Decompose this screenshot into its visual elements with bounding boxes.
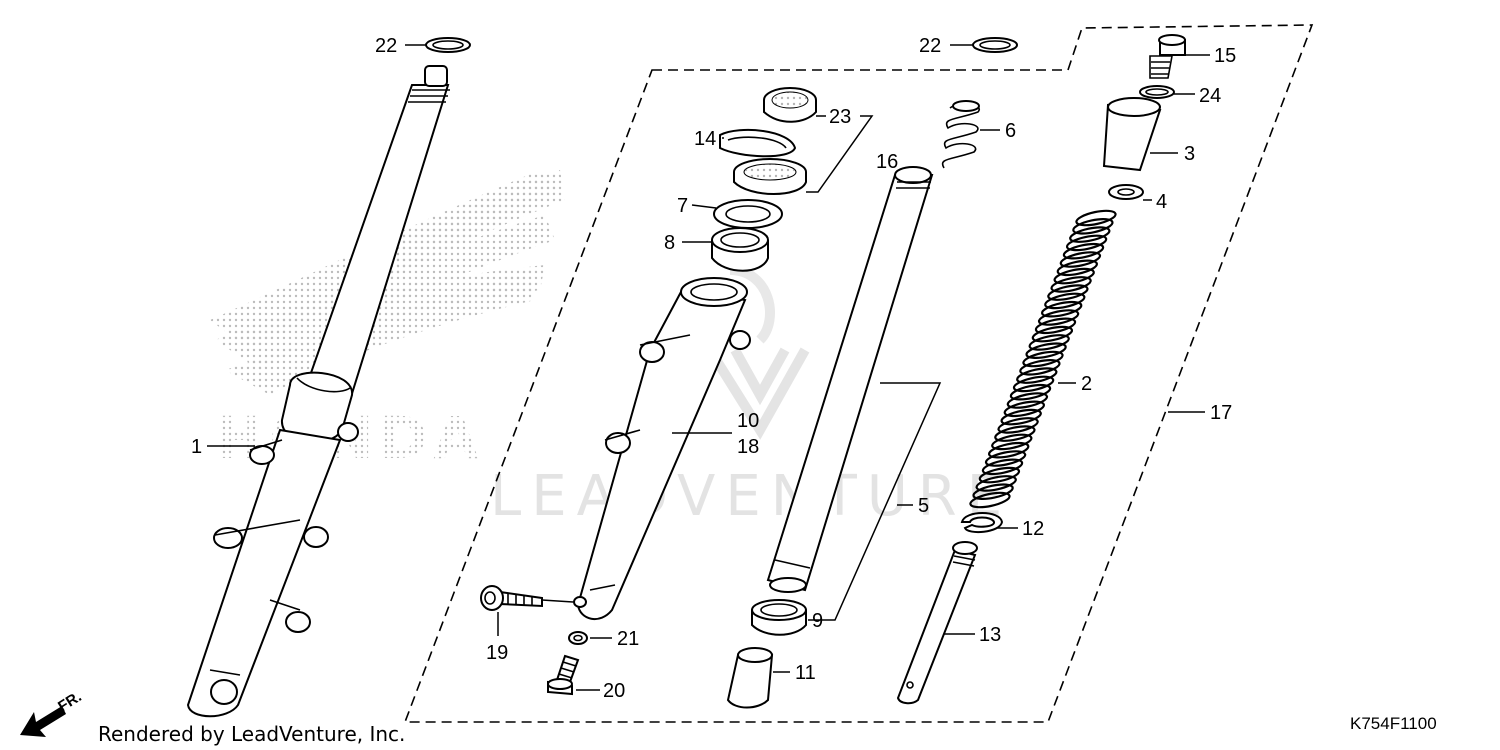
callout-2: 2	[1081, 373, 1092, 395]
spring-short	[941, 100, 981, 169]
spring-coil	[978, 466, 1021, 484]
snap-ring	[960, 512, 1004, 534]
leader-lines	[207, 44, 1210, 691]
footer-credit: Rendered by LeadVenture, Inc.	[98, 722, 405, 746]
fork-bottom-case	[573, 277, 751, 620]
spring-coil	[997, 417, 1039, 434]
spring-coil	[1028, 334, 1070, 351]
callout-19: 19	[486, 642, 508, 664]
leadventure-watermark: LEADVENTURE	[490, 265, 1012, 529]
spring-coil	[1031, 325, 1074, 343]
callout-21: 21	[617, 628, 639, 650]
callout-23: 23	[829, 106, 851, 128]
spring-coil	[969, 491, 1011, 509]
spring-coil	[1012, 375, 1055, 393]
spring-coil	[1009, 383, 1052, 401]
spring-coil	[994, 425, 1036, 442]
spring-coil	[1065, 234, 1108, 252]
spring-coil	[1000, 408, 1042, 426]
callout-3: 3	[1184, 143, 1195, 165]
fork-pipe	[766, 166, 934, 593]
callout-15: 15	[1214, 45, 1236, 67]
leadventure-watermark-text: LEADVENTURE	[490, 464, 1012, 529]
fork-leg-assembly	[186, 65, 450, 718]
callout-6: 6	[1005, 120, 1016, 142]
callout-labels: 22 22 15 24 23 14 16 6 3 4 7 8 2 17 1 10…	[191, 35, 1236, 702]
spring-coil	[1059, 251, 1102, 268]
spring-coil	[1053, 267, 1095, 285]
spring-coil	[991, 433, 1033, 451]
spring-coil	[1056, 259, 1099, 277]
spring-coil	[1022, 350, 1064, 368]
dust-seal-stack	[719, 87, 817, 195]
callout-4: 4	[1156, 191, 1167, 213]
spring-coil	[1025, 342, 1067, 359]
spring-coil	[1006, 392, 1049, 409]
spring-coil	[1069, 226, 1111, 243]
sealing-washer	[568, 631, 588, 645]
spring-coil	[984, 450, 1027, 467]
spring-coil	[972, 483, 1014, 500]
guide-bushing	[751, 599, 807, 636]
honda-wing-watermark: HONDA	[210, 170, 565, 472]
spring-seat-washer	[1108, 184, 1144, 200]
spring-coil	[1016, 367, 1058, 384]
callout-17: 17	[1210, 402, 1232, 424]
spring-coil	[1019, 359, 1061, 376]
slider-bushing	[711, 227, 769, 272]
spring-coil	[1034, 317, 1077, 335]
spring-coil	[981, 458, 1024, 476]
callout-7: 7	[677, 195, 688, 217]
callout-11: 11	[795, 662, 816, 684]
diagram-code: K754F1100	[1350, 714, 1437, 733]
callout-16: 16	[876, 151, 898, 173]
spring-coil	[1003, 400, 1046, 418]
spring-coil	[1044, 292, 1086, 310]
callout-9: 9	[812, 610, 823, 632]
socket-bolt	[480, 585, 543, 611]
oil-seal	[713, 199, 783, 229]
assembly-boundary	[403, 24, 1314, 723]
fork-bolt	[1149, 34, 1186, 79]
spring-coil	[1072, 218, 1114, 235]
callout-18: 18	[737, 436, 759, 458]
o-ring	[1139, 85, 1175, 99]
spacer-collar	[1102, 97, 1162, 172]
callout-8: 8	[664, 232, 675, 254]
spring-coil	[975, 475, 1017, 492]
callout-14: 14	[694, 128, 716, 150]
spring-coil	[1075, 209, 1117, 227]
callout-22-right: 22	[919, 35, 941, 57]
fork-spring	[969, 209, 1117, 509]
callout-13: 13	[979, 624, 1001, 646]
callout-12: 12	[1022, 518, 1044, 540]
callout-10: 10	[737, 410, 759, 432]
front-direction-arrow: FR.	[20, 688, 85, 737]
spring-coil	[1047, 284, 1089, 301]
callout-24: 24	[1199, 85, 1221, 107]
callout-20: 20	[603, 680, 625, 702]
spring-coil	[1062, 242, 1105, 260]
callout-22-left: 22	[375, 35, 397, 57]
damper-rod	[896, 541, 978, 705]
spring-coil	[1040, 300, 1083, 318]
drain-bolt	[547, 654, 580, 696]
spring-coil	[987, 441, 1030, 459]
callout-5: 5	[918, 495, 929, 517]
spring-coil	[1050, 276, 1092, 293]
oil-lock-piece	[726, 647, 774, 709]
callout-1: 1	[191, 436, 202, 458]
spring-coil	[1037, 309, 1080, 326]
